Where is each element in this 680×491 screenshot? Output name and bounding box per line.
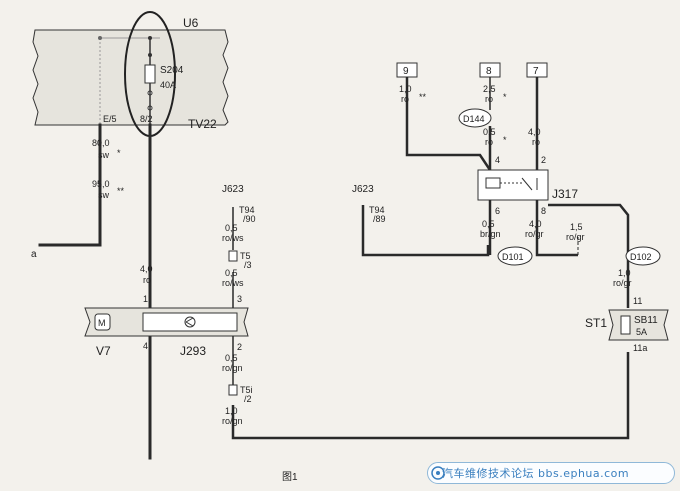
box-9-label: 9 [403, 66, 409, 77]
connector-t5i-2 [228, 384, 238, 396]
j293-control-unit [142, 312, 238, 332]
s204-rating: 40A [160, 80, 176, 90]
box-7-label: 7 [533, 66, 539, 77]
w6-size: 0,5 [482, 219, 495, 229]
sb11-label: SB11 [634, 315, 658, 326]
w15-color: ro/gr [566, 232, 585, 242]
motor-symbol-label: M [98, 318, 106, 328]
j623-left-label: J623 [222, 184, 244, 195]
w15-size: 1,5 [570, 222, 583, 232]
pin-j317-4: 4 [495, 155, 500, 165]
forum-logo-icon [431, 466, 445, 480]
pin-j317-8: 8 [541, 206, 546, 216]
w8b-mark: * [503, 135, 507, 145]
v7-label: V7 [96, 344, 111, 358]
wires-right-mid [488, 200, 630, 308]
connector-t5-3 [228, 250, 238, 262]
connector-d102 [625, 246, 661, 266]
w95-mark: ** [117, 186, 125, 196]
w10b-color: ro/gr [613, 278, 632, 288]
pin-j293-2: 2 [237, 342, 242, 352]
watermark-badge: 汽车维修技术论坛 bbs.ephua.com [427, 462, 675, 484]
t94-89-pin: /89 [373, 214, 386, 224]
w05c-color: ro/gn [222, 363, 243, 373]
w05b-size: 0,5 [225, 268, 238, 278]
figure-caption: 图1 [282, 471, 298, 483]
w8b-color: ro [485, 137, 493, 147]
sb11-rating: 5A [636, 327, 647, 337]
w10a-color: ro/gn [222, 416, 243, 426]
pin-8-2: 8/2 [140, 114, 153, 124]
pin-j317-6: 6 [495, 206, 500, 216]
t5-3-label: T5 [240, 251, 251, 261]
st1-fuse-holder [608, 309, 669, 341]
fuse-sb11-symbol [620, 315, 631, 335]
w9-mark: ** [419, 92, 427, 102]
wj8-size: 4,0 [529, 219, 542, 229]
wires-j623-right [361, 205, 490, 257]
t5i-2-pin: /2 [244, 394, 252, 404]
wires-j623-left [231, 207, 630, 440]
j317-label: J317 [552, 187, 578, 201]
pin-st1-11: 11 [633, 296, 642, 306]
pin-v7-1: 1 [143, 294, 148, 304]
fuse-s204-symbol [144, 64, 156, 84]
u6-panel [32, 29, 229, 126]
w80-color: sw [98, 150, 110, 160]
pin-v7-4: 4 [143, 341, 148, 351]
d102-label: D102 [630, 252, 652, 262]
w05c-size: 0,5 [225, 353, 238, 363]
d101-label: D101 [502, 252, 524, 262]
w8a-size: 2,5 [483, 84, 496, 94]
connector-d144 [458, 108, 492, 128]
w05a-color: ro/ws [222, 233, 244, 243]
w6-color: br/gn [480, 229, 501, 239]
w8b-size: 0,5 [483, 127, 496, 137]
connector-d101 [497, 246, 533, 266]
tv22-label: TV22 [188, 117, 217, 131]
watermark-text: 汽车维修技术论坛 bbs.ephua.com [442, 467, 630, 480]
w40-color: ro [143, 275, 151, 285]
w9-size: 1,0 [399, 84, 412, 94]
pin-e5: E/5 [103, 114, 117, 124]
box-8-label: 8 [486, 66, 492, 77]
j317-relay [477, 169, 549, 201]
t94-90-pin: /90 [243, 214, 256, 224]
wj8-color: ro/gr [525, 229, 544, 239]
w05b-color: ro/ws [222, 278, 244, 288]
top-connectors [396, 62, 548, 78]
d144-label: D144 [463, 114, 485, 124]
w80-mark: * [117, 148, 121, 158]
u6-label: U6 [183, 16, 199, 30]
t5i-2-label: T5i [240, 385, 253, 395]
w10a-size: 1,0 [225, 406, 238, 416]
w80-size: 80,0 [92, 138, 110, 148]
s204-label: S204 [160, 65, 184, 76]
w8a-mark: * [503, 92, 507, 102]
v7-j293-module [84, 307, 249, 337]
st1-label: ST1 [585, 316, 607, 330]
w95-size: 95,0 [92, 179, 110, 189]
w9-color: ro [401, 94, 409, 104]
w8a-color: ro [485, 94, 493, 104]
pin-j317-2: 2 [541, 155, 546, 165]
w05a-size: 0,5 [225, 223, 238, 233]
w10b-size: 1,0 [618, 268, 631, 278]
motor-v7-symbol [94, 313, 111, 331]
wires-left [38, 123, 152, 460]
w95-color: sw [98, 190, 110, 200]
wire-a-label: a [31, 249, 37, 260]
j293-label: J293 [180, 344, 206, 358]
t94-90-label: T94 [239, 205, 255, 215]
t5-3-pin: /3 [244, 260, 252, 270]
t94-89-label: T94 [369, 205, 385, 215]
j623-right-label: J623 [352, 184, 374, 195]
wires-right-top [405, 77, 539, 171]
w7-size: 4,0 [528, 127, 541, 137]
w40-size: 4,0 [140, 264, 153, 274]
pin-j293-3: 3 [237, 294, 242, 304]
w7-color: ro [532, 137, 540, 147]
pin-st1-11a: 11a [633, 343, 647, 353]
